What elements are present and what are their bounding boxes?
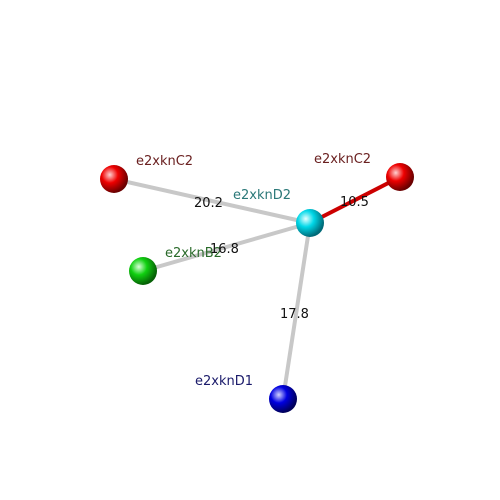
edge-cyan-red-right [308,175,402,225]
distance-label-red-left: 20.2 [194,196,223,211]
node-cyan [296,209,324,237]
edge-cyan-green [141,221,312,273]
label-red-right: e2xknC2 [314,152,371,167]
distance-label-green: 16.8 [210,242,239,257]
node-green [129,257,157,285]
node-red-left [100,165,128,193]
label-green: e2xknB2 [165,246,222,261]
nodes [100,163,414,413]
node-red-right [386,163,414,191]
node-blue [269,385,297,413]
distance-label-blue: 17.8 [280,307,309,322]
label-red-left: e2xknC2 [136,154,193,169]
distance-labels: 20.2 10.5 16.8 17.8 [194,195,369,322]
label-cyan: e2xknD2 [233,188,291,203]
distance-label-red-right: 10.5 [340,195,369,210]
edges [112,175,402,401]
node-labels: e2xknD2 e2xknC2 e2xknC2 e2xknB2 e2xknD1 [136,152,371,389]
edge-cyan-red-left [112,177,312,225]
label-blue: e2xknD1 [195,374,253,389]
edge-cyan-blue [281,221,312,401]
